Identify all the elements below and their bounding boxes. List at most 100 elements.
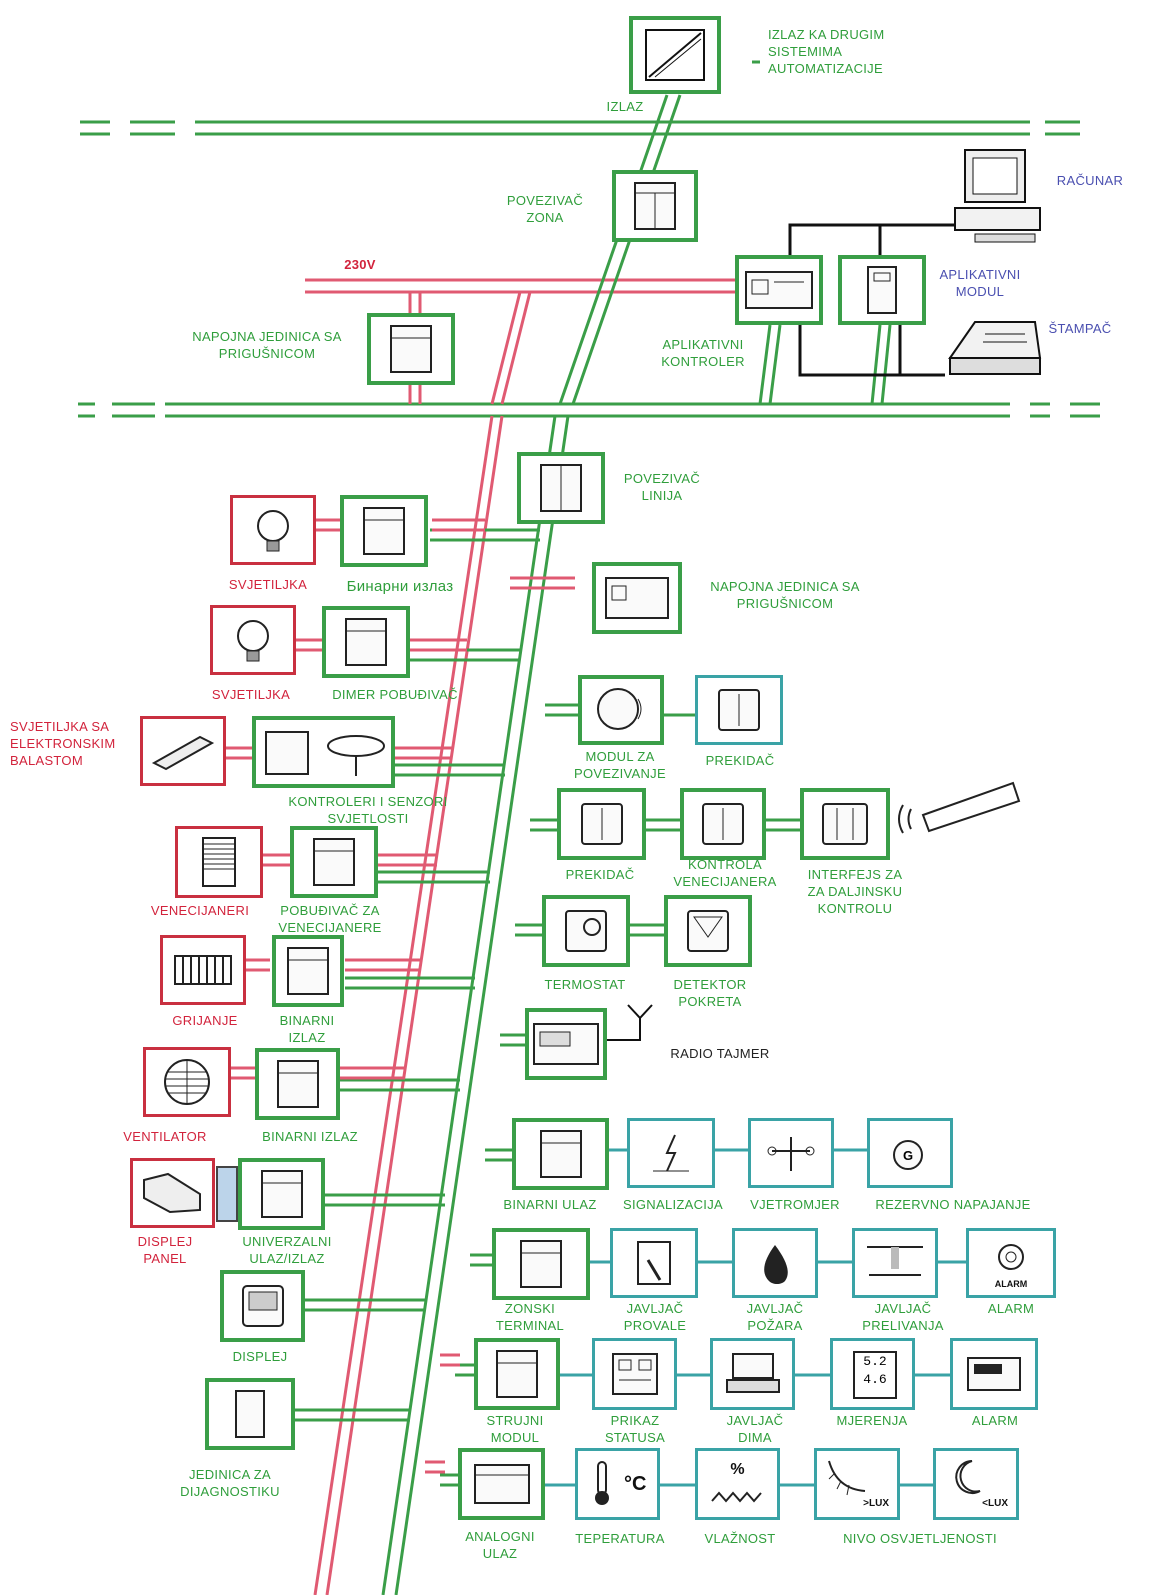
measurement-device[interactable]: 5.2 4.6	[830, 1338, 915, 1410]
timer-module-icon	[533, 1023, 599, 1065]
humidity-device[interactable]: %	[695, 1448, 780, 1520]
blind-control-device[interactable]	[680, 788, 766, 860]
smoke-detector-icon	[725, 1353, 780, 1393]
siren-icon	[998, 1244, 1024, 1270]
diagnostics-device[interactable]	[205, 1378, 295, 1450]
alarm-panel-icon	[967, 1357, 1021, 1391]
lux-high-device[interactable]: >LUX	[814, 1448, 900, 1520]
lamp1-device[interactable]	[230, 495, 316, 565]
radio-timer-label: RADIO TAJMER	[670, 1046, 770, 1061]
light-sensor-icon	[264, 731, 385, 776]
water-level-icon	[867, 1246, 923, 1276]
fan-device[interactable]	[143, 1047, 231, 1117]
app-module-device[interactable]	[838, 255, 926, 325]
binary-output2-device[interactable]	[255, 1048, 340, 1120]
illumination-label: NIVO OSVJETLJENOSTI	[843, 1531, 997, 1546]
analog-input-device[interactable]	[458, 1448, 545, 1520]
universal-io-device[interactable]	[238, 1158, 325, 1230]
blinds-driver-device[interactable]	[290, 826, 378, 898]
dimmer-label: DIMER POBUĐIVAČ	[332, 687, 458, 702]
line-coupler-device[interactable]	[517, 452, 605, 524]
power-unit-mid-device[interactable]	[592, 562, 682, 634]
alarm2-label: ALARM	[971, 1413, 1019, 1428]
fan-icon	[164, 1059, 210, 1105]
zone-coupler-device[interactable]	[612, 170, 698, 242]
zone-terminal-device[interactable]	[492, 1228, 590, 1300]
app-module-label: APLIKATIVNI MODUL	[939, 267, 1021, 299]
binary-output-cyr-label: Бинарни излаз	[346, 578, 454, 595]
switch1-device[interactable]	[695, 675, 783, 745]
wind-sensor-device[interactable]	[748, 1118, 834, 1188]
printer-label: ŠTAMPAČ	[1048, 321, 1112, 336]
coupling-module-device[interactable]	[578, 675, 664, 745]
switch2-label: PREKIDAČ	[565, 867, 635, 882]
lamp2-device[interactable]	[210, 605, 296, 675]
binary-input-device[interactable]	[512, 1118, 609, 1190]
gateway-device[interactable]	[629, 16, 721, 94]
status-display-device[interactable]	[592, 1338, 677, 1410]
switch1-label: PREKIDAČ	[705, 753, 775, 768]
humidity-unit: %	[730, 1461, 745, 1478]
alarm1-device[interactable]: ALARM	[966, 1228, 1056, 1298]
water-wave-icon	[711, 1491, 762, 1503]
smoke-detector-device[interactable]	[710, 1338, 795, 1410]
heating-device[interactable]	[160, 935, 246, 1005]
fan-label: VENTILATOR	[123, 1129, 207, 1144]
display-panel-device[interactable]	[130, 1158, 215, 1228]
din-module-icon	[363, 507, 405, 555]
switch-icon	[580, 803, 623, 845]
humidity-label: VLAŽNOST	[704, 1531, 776, 1546]
blinds-driver-label: POBUĐIVAČ ZA VENECIJANERE	[278, 903, 382, 935]
din-module-icon	[276, 1060, 319, 1108]
burglar-alarm-device[interactable]	[610, 1228, 698, 1298]
blinds-device[interactable]	[175, 826, 263, 898]
line-coupler-label: POVEZIVAČ LINIJA	[623, 471, 701, 503]
fire-alarm-device[interactable]	[732, 1228, 818, 1298]
switch2-device[interactable]	[557, 788, 646, 860]
lux-low-device[interactable]: <LUX	[933, 1448, 1019, 1520]
thermostat-device[interactable]	[542, 895, 630, 967]
ballast-lamp-device[interactable]	[140, 716, 226, 786]
controller-module-icon	[745, 271, 813, 309]
fire-alarm-label: JAVLJAČ POŽARA	[746, 1301, 804, 1333]
diagnostics-label: JEDINICA ZA DIJAGNOSTIKU	[180, 1467, 280, 1499]
signaling-device[interactable]	[627, 1118, 715, 1188]
din-module-icon	[540, 464, 582, 512]
radio-timer-device[interactable]	[525, 1008, 607, 1080]
light-controller-device[interactable]	[252, 716, 395, 788]
binary-output1-device[interactable]	[272, 935, 344, 1007]
antenna-icon	[607, 1004, 653, 1041]
din-module-icon	[539, 1130, 582, 1178]
binary-output2-label: BINARNI IZLAZ	[262, 1129, 358, 1144]
sun-icon	[828, 1460, 866, 1496]
output-systems-label: IZLAZ KA DRUGIM SISTEMIMA AUTOMATIZACIJE	[768, 27, 885, 76]
overflow-alarm-device[interactable]	[852, 1228, 938, 1298]
middle-bus-line	[78, 402, 1100, 418]
backup-power-device[interactable]: G	[867, 1118, 953, 1188]
backup-power-label: REZERVNO NAPAJANJE	[875, 1197, 1031, 1212]
voltage-label: 230V	[344, 257, 376, 272]
lamp1-label: SVJETILJKA	[228, 577, 308, 592]
wind-sensor-label: VJETROMJER	[750, 1197, 840, 1212]
lightning-icon	[653, 1134, 689, 1172]
power-unit-top-device[interactable]	[367, 313, 455, 385]
binary-output-cyr-device[interactable]	[340, 495, 428, 567]
remote-interface-device[interactable]	[800, 788, 890, 860]
temperature-device[interactable]: °C	[575, 1448, 660, 1520]
motion-detector-device[interactable]	[664, 895, 752, 967]
din-module-icon	[520, 1240, 562, 1288]
smoke-detector-label: JAVLJAČ DIMA	[726, 1413, 784, 1445]
app-controller-device[interactable]	[735, 255, 823, 325]
power-branches	[226, 518, 575, 1474]
power-unit-top-label: NAPOJNA JEDINICA SA PRIGUŠNICOM	[192, 329, 342, 361]
intruder-icon	[637, 1241, 671, 1285]
dimmer-device[interactable]	[322, 606, 410, 678]
current-module-device[interactable]	[474, 1338, 560, 1410]
alarm2-device[interactable]	[950, 1338, 1038, 1410]
display-device[interactable]	[220, 1270, 305, 1342]
universal-io-label: UNIVERZALNI ULAZ/IZLAZ	[242, 1234, 332, 1266]
flame-icon	[764, 1245, 788, 1284]
signaling-label: SIGNALIZACIJA	[623, 1197, 723, 1212]
analog-input-label: ANALOGNI ULAZ	[465, 1529, 535, 1561]
zone-terminal-label: ZONSKI TERMINAL	[495, 1301, 565, 1333]
